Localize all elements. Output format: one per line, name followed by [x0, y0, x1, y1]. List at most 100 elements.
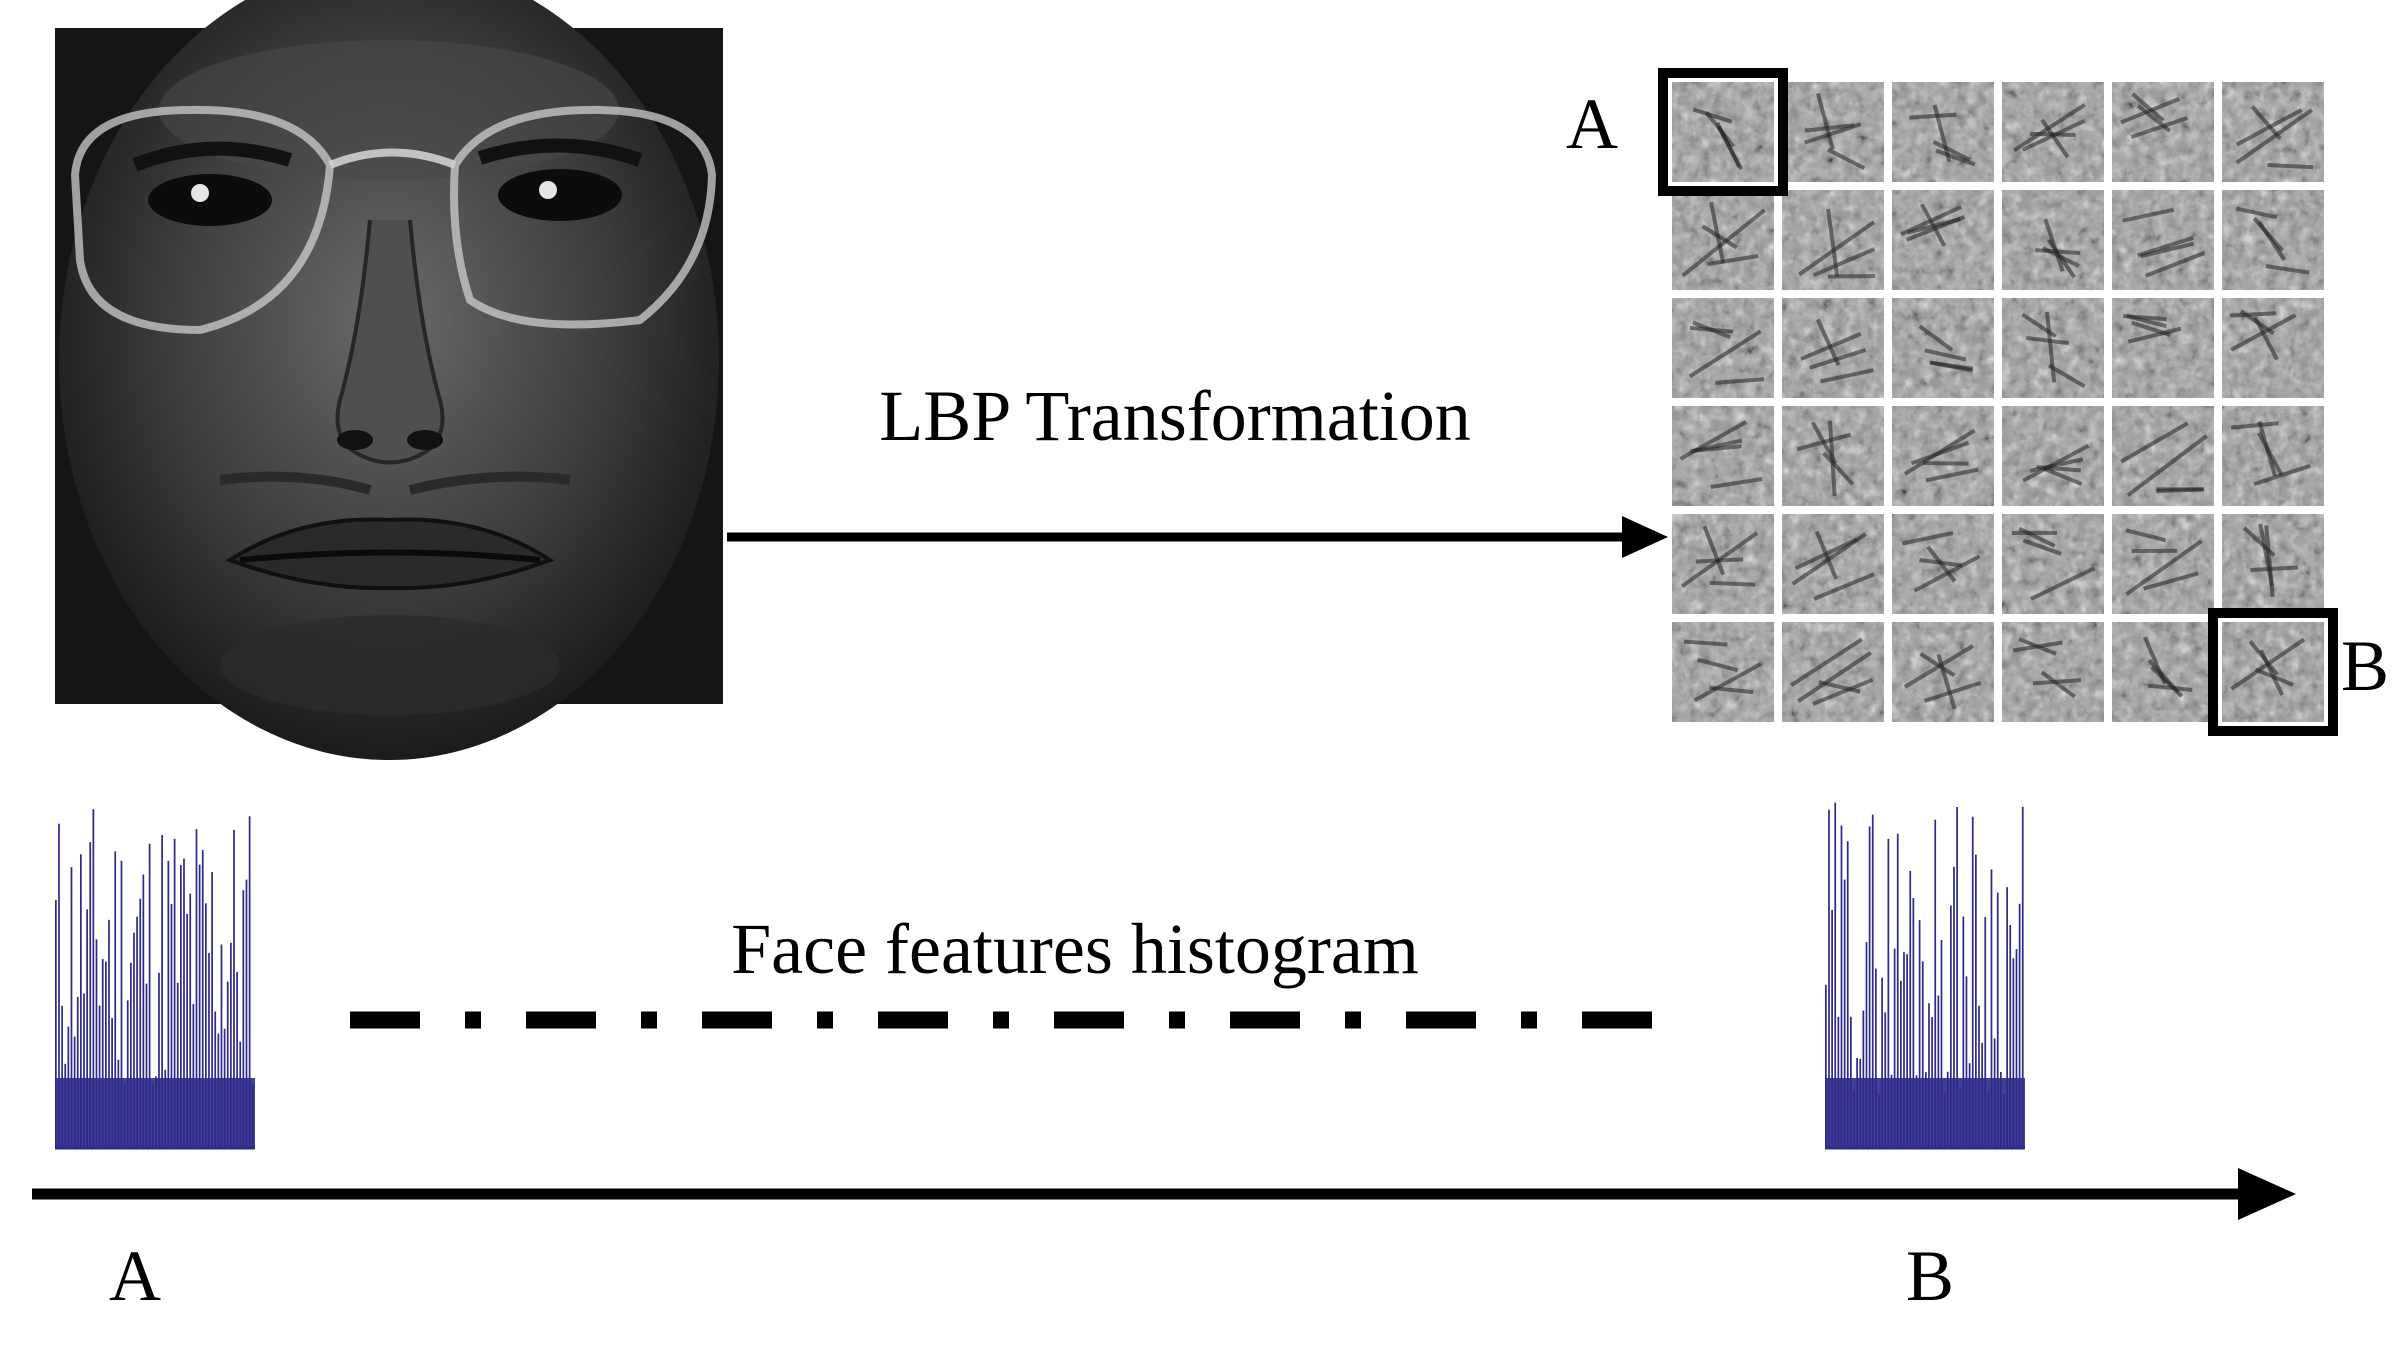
histogram-bar	[183, 858, 185, 1148]
histogram-bar	[230, 942, 232, 1148]
histogram-bar	[1825, 984, 1827, 1148]
highlight-box-b	[2208, 608, 2338, 736]
histogram-bar	[1950, 905, 1952, 1148]
histogram-b	[1825, 802, 2025, 1150]
histogram-bar	[2012, 958, 2015, 1148]
histogram-bar	[55, 900, 57, 1148]
histogram-bar	[1896, 833, 1899, 1148]
histogram-bar	[1881, 977, 1883, 1148]
histogram-bar	[92, 809, 95, 1148]
histogram-bar	[176, 982, 179, 1148]
histogram-bar	[195, 829, 198, 1148]
histogram-bar	[1934, 819, 1937, 1148]
histogram-bar	[1975, 854, 1977, 1148]
histogram-bar	[1984, 917, 1987, 1148]
region-a-label: A	[1566, 84, 1618, 164]
histogram-bar	[1909, 870, 1912, 1148]
histogram-bar	[1903, 952, 1905, 1148]
histogram-bar	[89, 842, 92, 1148]
histogram-bar	[1971, 816, 1974, 1148]
histogram-bar	[114, 851, 117, 1148]
histogram-bar	[1962, 916, 1965, 1148]
histogram-bar	[120, 860, 123, 1148]
lbp-cell	[2112, 622, 2214, 722]
lbp-cell	[2002, 514, 2104, 614]
lbp-cell	[2112, 190, 2214, 290]
eyes	[132, 138, 643, 226]
histogram-bar	[76, 996, 79, 1148]
histogram-bar	[1865, 942, 1868, 1148]
lbp-arrow	[727, 516, 1668, 558]
histogram-bar	[1871, 814, 1874, 1148]
lbp-cell	[2222, 82, 2324, 182]
histogram-bar	[1843, 879, 1846, 1148]
lbp-cell	[2222, 190, 2324, 290]
histogram-bar	[95, 939, 98, 1148]
lbp-cell	[1782, 406, 1884, 506]
histogram-bar	[1956, 807, 1958, 1148]
histogram-bar	[2006, 887, 2008, 1148]
histogram-a	[55, 809, 255, 1150]
histogram-bar	[1893, 948, 1896, 1148]
histogram-bar	[1834, 802, 1837, 1148]
lbp-cell	[1672, 82, 1774, 182]
lbp-cell	[2222, 622, 2324, 722]
histogram-bar	[2021, 806, 2024, 1148]
histogram-bar	[83, 993, 85, 1148]
histogram-bar	[2009, 924, 2012, 1148]
histogram-bar	[126, 1000, 129, 1148]
lbp-transformation-label: LBP Transformation	[879, 376, 1470, 456]
axis-label-b: B	[1906, 1236, 1954, 1316]
face-features-histogram-label: Face features histogram	[731, 909, 1419, 989]
lbp-cell	[2002, 298, 2104, 398]
histogram-bar	[1996, 892, 1999, 1148]
histogram-bar	[1965, 976, 1968, 1148]
histogram-bar	[1921, 961, 1924, 1148]
histogram-bar	[158, 972, 160, 1148]
histogram-bar	[1940, 940, 1943, 1148]
axis-label-a: A	[109, 1236, 161, 1316]
histogram-bar	[58, 823, 60, 1148]
histogram-bar	[1937, 995, 1940, 1148]
lbp-cell	[2112, 406, 2214, 506]
histogram-bar	[186, 914, 188, 1148]
lbp-cell	[1892, 406, 1994, 506]
histogram-bar	[130, 962, 132, 1148]
histogram-bar	[1840, 825, 1843, 1148]
histogram-bar	[142, 874, 145, 1148]
histogram-bar	[1887, 838, 1890, 1148]
histogram-bar	[1900, 980, 1902, 1148]
histogram-bar	[148, 843, 151, 1148]
face-image	[55, 0, 723, 760]
histogram-bar	[211, 871, 213, 1148]
lbp-cell	[2002, 190, 2104, 290]
histogram-bar	[245, 879, 248, 1148]
histogram-bar	[2018, 903, 2021, 1148]
lbp-cell	[2222, 514, 2324, 614]
histogram-bar	[198, 864, 201, 1148]
histogram-bar	[86, 909, 88, 1148]
lbp-cell	[2112, 298, 2214, 398]
histogram-bar	[205, 903, 207, 1148]
histogram-bar	[248, 816, 251, 1148]
lbp-cell	[1892, 82, 1994, 182]
histogram-bar	[2015, 949, 2018, 1148]
histogram-bar	[101, 959, 104, 1148]
histogram-bar	[1846, 841, 1849, 1148]
histogram-bar	[201, 850, 204, 1148]
feature-axis-arrow	[32, 1168, 2296, 1220]
histogram-bar	[80, 854, 82, 1148]
lbp-cell	[2002, 622, 2104, 722]
lbp-cell	[1672, 190, 1774, 290]
histogram-bar	[1875, 968, 1877, 1148]
histogram-bar	[145, 983, 148, 1148]
highlight-box-a	[1658, 68, 1788, 196]
histogram-bar	[170, 903, 173, 1148]
nose	[335, 219, 445, 465]
lbp-cell	[1892, 298, 1994, 398]
histogram-bar	[242, 890, 245, 1148]
lbp-cell	[1782, 622, 1884, 722]
histogram-bar	[1831, 909, 1833, 1148]
lbp-cell	[1782, 298, 1884, 398]
